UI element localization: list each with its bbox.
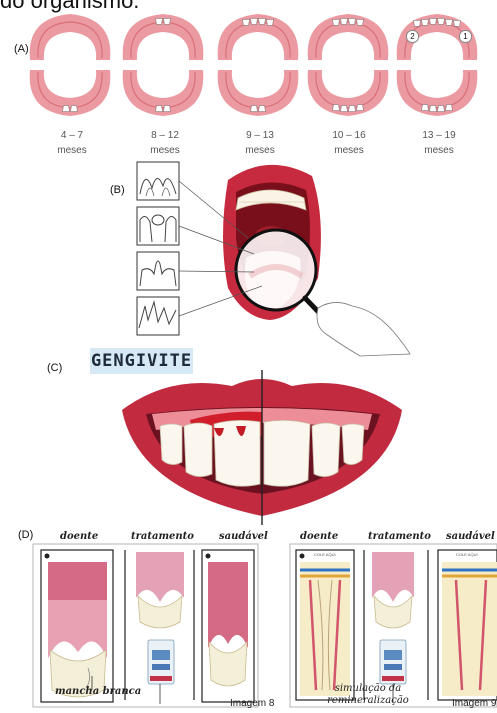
tooth-badge-1: 1 [459,30,472,43]
erupted-tooth [446,19,453,25]
erupted-tooth [251,106,258,112]
papilla-detail-4 [137,297,179,335]
erupted-tooth [422,19,429,25]
annotation-mancha-branca: mancha branca [55,686,141,697]
papilla-detail-3 [137,252,179,290]
annotation-simulacao-line2: remineralização [318,695,418,707]
erupted-tooth [438,106,445,112]
erupted-tooth [267,19,274,25]
arch-stage-2 [123,14,204,116]
erupted-tooth [164,106,171,112]
erupted-tooth [357,105,364,111]
annotation-simulacao: simulação da remineralização [318,683,418,707]
stage-2-unit: meses [125,143,205,158]
erupted-tooth [446,105,453,111]
arch-stage-4 [308,14,389,116]
stage-1-label: 4 – 7 meses [32,128,112,158]
erupted-tooth [430,18,437,24]
erupted-tooth [422,105,429,111]
papilla-detail-1 [137,162,179,200]
arch-stage-1 [30,14,111,116]
erupted-tooth [341,106,348,112]
stage-5-label: 13 – 19 meses [399,128,479,158]
caption-imagem-9: Imagem 9 [452,698,496,709]
erupted-tooth [156,18,163,24]
eruption-arches [0,0,497,120]
hand-icon [317,302,410,356]
stage-3-range: 9 – 13 [220,128,300,143]
right-box-label-2: COLE AQUI [456,552,478,557]
caption-imagem-8: Imagem 8 [230,698,274,709]
stage-2-range: 8 – 12 [125,128,205,143]
stage-1-range: 4 – 7 [32,128,112,143]
stage-3-label: 9 – 13 meses [220,128,300,158]
stage-4-label: 10 – 16 meses [309,128,389,158]
gingivitis-smile [0,370,497,530]
erupted-tooth [341,18,348,24]
erupted-tooth [438,18,445,24]
erupted-tooth [251,18,258,24]
right-box-label-1: COLE AQUI [314,552,336,557]
stage-5-unit: meses [399,143,479,158]
papilla-detail-2 [137,207,179,245]
erupted-tooth [243,19,250,25]
annotation-simulacao-line1: simulação da [318,683,418,695]
stage-2-label: 8 – 12 meses [125,128,205,158]
stage-5-range: 13 – 19 [399,128,479,143]
erupted-tooth [164,18,171,24]
arch-stage-3 [218,14,299,116]
erupted-tooth [156,106,163,112]
stage-1-unit: meses [32,143,112,158]
erupted-tooth [333,19,340,25]
erupted-tooth [71,106,78,112]
erupted-tooth [63,106,70,112]
tooth-badge-2: 2 [406,30,419,43]
stage-3-unit: meses [220,143,300,158]
stage-4-range: 10 – 16 [309,128,389,143]
erupted-tooth [454,20,461,26]
papillae-mouth-illustration [0,158,497,358]
erupted-tooth [357,19,364,25]
erupted-tooth [349,18,356,24]
erupted-tooth [333,105,340,111]
erupted-tooth [259,18,266,24]
erupted-tooth [349,106,356,112]
erupted-tooth [414,20,421,26]
stage-4-unit: meses [309,143,389,158]
erupted-tooth [430,106,437,112]
erupted-tooth [259,106,266,112]
